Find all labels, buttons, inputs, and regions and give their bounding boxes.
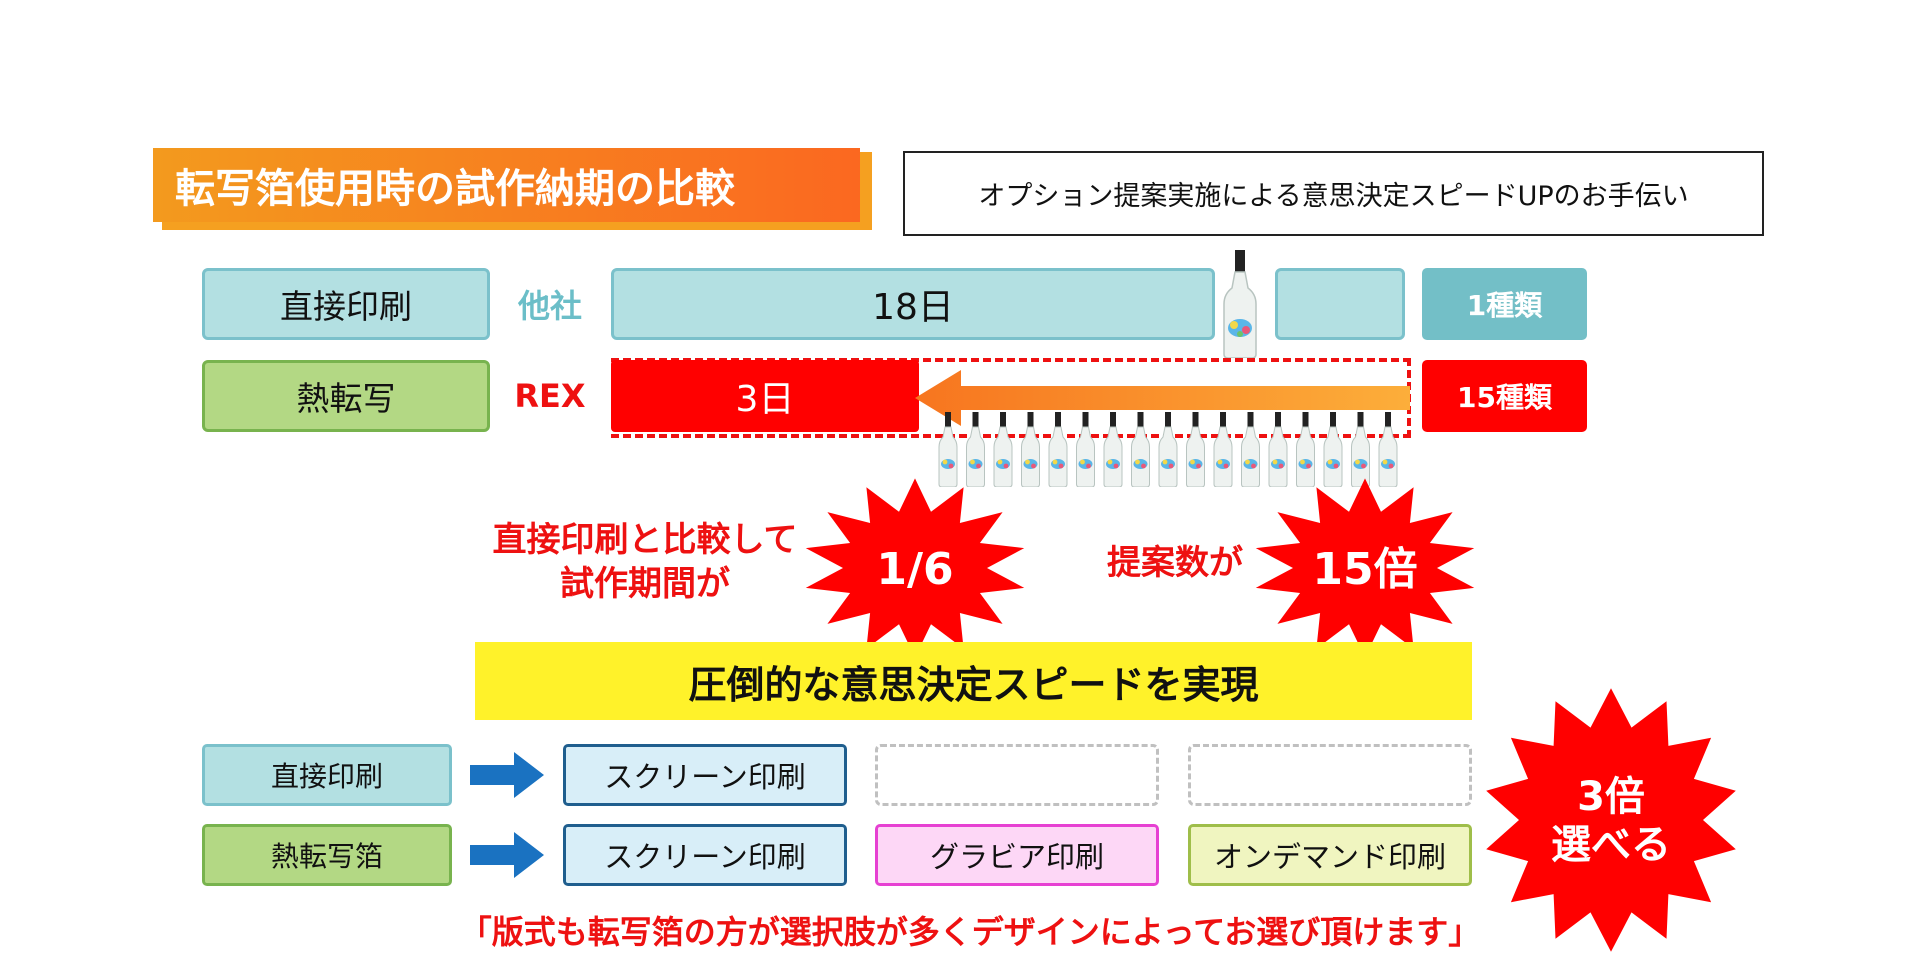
method-thermal-transfer: 熱転写	[202, 360, 490, 432]
small-bottle-icon	[1186, 412, 1205, 487]
option-empty-1	[875, 744, 1159, 806]
small-bottle-icon	[993, 412, 1013, 487]
period-text-line2: 試作期間が	[560, 564, 730, 604]
small-bottle-icon	[1048, 412, 1068, 487]
option-screen-print-2: スクリーン印刷	[563, 824, 847, 886]
option-method-foil: 熱転写箔	[202, 824, 452, 886]
option-ondemand-print: オンデマンド印刷	[1188, 824, 1472, 886]
small-bottle-icon	[1103, 412, 1123, 487]
variety-badge-1: 1種類	[1422, 268, 1587, 340]
small-bottle-icon	[1351, 412, 1370, 487]
small-bottle-icon	[1076, 412, 1095, 487]
period-text-line1: 直接印刷と比較して	[492, 520, 798, 560]
small-bottle-icon	[938, 412, 958, 487]
highlight-banner: 圧倒的な意思決定スピードを実現	[475, 642, 1472, 720]
right-arrow-icon	[470, 832, 544, 878]
option-screen-print-1: スクリーン印刷	[563, 744, 847, 806]
company-label-other: 他社	[517, 287, 582, 325]
option-gravure-print: グラビア印刷	[875, 824, 1159, 886]
subtitle-box: オプション提案実施による意思決定スピードUPのお手伝い	[903, 151, 1764, 236]
right-arrow-icon	[470, 752, 544, 798]
period-value: 1/6	[876, 544, 953, 595]
empty-bar-segment	[1275, 268, 1405, 340]
burst-15x: 15倍	[1255, 478, 1475, 658]
method-direct-print: 直接印刷	[202, 268, 490, 340]
footer-note: 「版式も転写箔の方が選択肢が多くデザインによってお選び頂けます」	[459, 913, 1481, 951]
small-bottle-icon	[1131, 412, 1150, 487]
small-bottle-icon	[1158, 412, 1178, 487]
days-bar-3: 3日	[611, 360, 919, 432]
option-empty-2	[1188, 744, 1472, 806]
period-comparison-text: 直接印刷と比較して 試作期間が	[470, 518, 820, 606]
bottle-row	[938, 412, 1398, 487]
days-bar-18: 18日	[611, 268, 1215, 340]
small-bottle-icon	[1021, 412, 1040, 487]
burst-line2: 選べる	[1551, 822, 1671, 868]
burst-1-6: 1/6	[805, 478, 1025, 658]
bottle-icon	[1223, 250, 1257, 358]
small-bottle-icon	[1378, 412, 1398, 487]
small-bottle-icon	[1268, 412, 1288, 487]
small-bottle-icon	[1213, 412, 1233, 487]
variety-badge-15: 15種類	[1422, 360, 1587, 432]
option-method-direct: 直接印刷	[202, 744, 452, 806]
page-title: 転写箔使用時の試作納期の比較	[153, 148, 860, 222]
burst-line1: 3倍	[1577, 774, 1645, 820]
small-bottle-icon	[966, 412, 985, 487]
company-label-rex: REX	[514, 377, 586, 415]
left-arrow-icon	[915, 370, 1410, 426]
small-bottle-icon	[1241, 412, 1260, 487]
proposal-value: 15倍	[1312, 544, 1417, 595]
burst-3x: 3倍 選べる	[1486, 688, 1736, 952]
small-bottle-icon	[1296, 412, 1315, 487]
small-bottle-icon	[1323, 412, 1343, 487]
proposal-text: 提案数が	[1107, 542, 1243, 583]
